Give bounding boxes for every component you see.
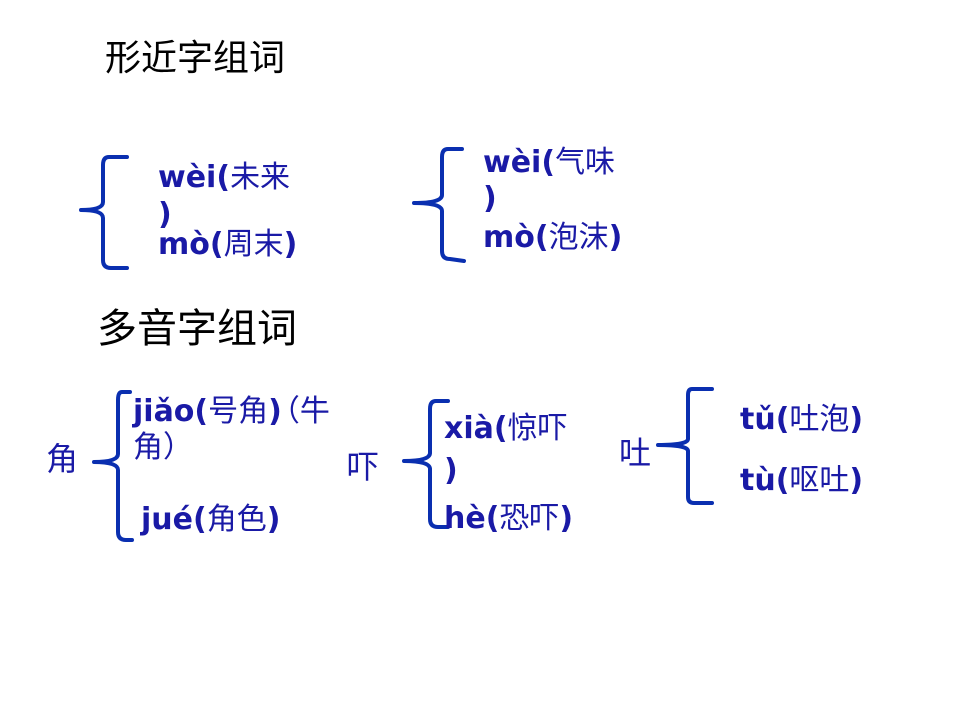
word-entry-jiao-extra: jiǎo(号角)（牛角） [133,394,343,466]
close-paren: ) [283,227,298,262]
pinyin: wèi( [158,160,231,195]
close-paren: ) [266,502,281,537]
word-entry-he: hè(恐吓) [444,501,573,537]
close-paren: ) [559,501,574,536]
close-paren: ) [444,453,458,488]
close-paren: ) [849,402,864,437]
word: 未来 [230,160,291,195]
section-title-similar-chars: 形近字组词 [105,38,286,79]
word-entry-mo-paomo: mò(泡沫) [483,220,622,256]
word: 周末 [223,227,284,262]
pinyin: xià( [444,411,508,446]
pinyin: mò( [158,227,224,262]
wrapped-close-paren: ) [158,197,172,233]
pinyin: jiǎo( [133,394,209,429]
pinyin: tǔ( [740,402,790,437]
polyphonic-char-xia: 吓 [347,448,380,486]
word: 吐泡 [789,402,850,437]
word-entry-tu4: tù(呕吐) [740,463,863,499]
word-entry-jue: jué(角色) [141,502,280,538]
brace-group-2 [412,147,466,263]
word-entry-xia: xià(惊吓 [444,411,568,447]
brace-xia [402,399,450,529]
word-entry-wei-qiwei: wèi(气味 [483,145,615,181]
polyphonic-char-tu: 吐 [619,434,652,472]
close-paren: ) [849,463,864,498]
pinyin: tù( [740,463,790,498]
brace-group-1 [79,155,129,270]
word: 气味 [555,145,616,180]
pinyin: hè( [444,501,500,536]
word: 角色 [206,502,267,537]
section-title-polyphonic-chars: 多音字组词 [97,306,297,352]
close-paren: ) [268,394,282,429]
pinyin: wèi( [483,145,556,180]
word: 恐吓 [499,501,560,536]
pinyin: jué( [141,502,207,537]
polyphonic-char-jiao: 角 [46,440,79,478]
brace-jiao [92,390,134,542]
pinyin: mò( [483,220,549,255]
close-paren: ) [483,181,497,216]
word-entry-mo-zhoumo: mò(周末) [158,227,297,263]
word: 泡沫 [548,220,609,255]
word: 惊吓 [507,411,568,446]
word: 号角 [208,394,269,429]
word: 呕吐 [789,463,850,498]
wrapped-close-paren: ) [444,453,458,489]
close-paren: ) [608,220,623,255]
brace-tu [656,387,714,505]
word-entry-jiao: jiǎo(号角) [133,394,282,430]
close-paren: ) [158,197,172,232]
word-entry-wei-weilai: wèi(未来 [158,160,290,196]
word-entry-tu3: tǔ(吐泡) [740,402,863,438]
extra-word: （牛角） [133,394,330,465]
wrapped-close-paren: ) [483,181,497,217]
